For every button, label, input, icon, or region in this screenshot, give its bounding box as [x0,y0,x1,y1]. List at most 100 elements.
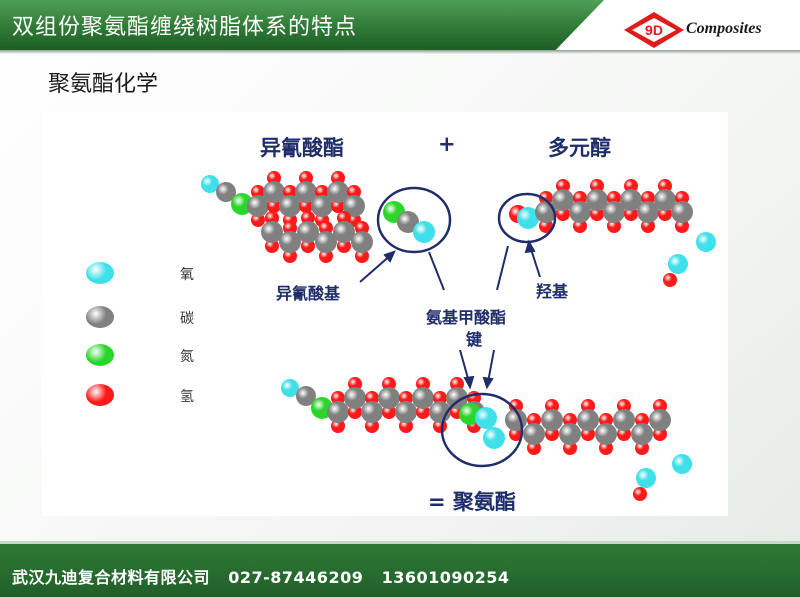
isocyanate-arrow [359,253,393,283]
polyol-hydrogen-atom [573,219,587,233]
polyol-hydrogen-atom [641,191,655,205]
product-tail-hydrogen-atom [527,413,541,427]
isocyanate-carbon-atom [263,181,285,203]
bond-line-left [428,251,445,291]
product-hydrogen-atom [399,391,413,405]
polyol-hydrogen-atom [590,207,604,221]
legend-nitrogen-dot [86,344,114,366]
product-tail-hydrogen-atom [653,399,667,413]
polyol-end-oxygen-atom [668,254,688,274]
polyol-hydroxyl-oxygen-atom [517,207,539,229]
isocyanate-ring-hydrogen-atom [301,239,315,253]
polyol-end-oxygen-atom [696,232,716,252]
isocyanate-carbon-atom [327,181,349,203]
product-carbon-atom [378,387,400,409]
product-tail-hydrogen-atom [563,441,577,455]
footer-phone-1: 027-87446209 [228,568,364,587]
logo-diamond-icon: 9D [624,12,684,48]
footer-bar: 武汉九迪复合材料有限公司 027-87446209 13601090254 [0,541,800,597]
product-tail-hydrogen-atom [563,413,577,427]
polyol-carbon-atom [569,201,591,223]
product-hydrogen-atom [633,487,647,501]
header-green-bar [0,0,604,50]
logo-text: Composites [686,20,762,37]
product-carbon-atom [296,386,316,406]
footer-contact: 武汉九迪复合材料有限公司 027-87446209 13601090254 [12,564,510,588]
isocyanate-hydrogen-atom [331,171,345,185]
urethane-highlight-circle [440,392,524,468]
product-tail-carbon-atom [649,409,671,431]
product-end-oxygen-atom [672,454,692,474]
isocyanate-ring-carbon-atom [297,221,319,243]
polyol-label: 多元醇 [548,136,611,160]
legend-nitrogen-label: 氮 [180,349,194,365]
polyol-carbon-atom [586,189,608,211]
product-hydrogen-atom [382,377,396,391]
product-tail-carbon-atom [577,409,599,431]
isocyanate-ring-hydrogen-atom [355,221,369,235]
polyol-hydrogen-atom [624,179,638,193]
product-hydrogen-atom [348,405,362,419]
isocyanate-ring-carbon-atom [279,231,301,253]
product-tail-hydrogen-atom [509,399,523,413]
polyurethane-result-label: = 聚氨酯 [428,490,516,514]
isocyanate-ring-hydrogen-atom [337,239,351,253]
isocyanate-ring-carbon-atom [261,221,283,243]
isocyanate-group-carbon-atom [397,211,419,233]
urethane-bond-label-line1: 氨基甲酸酯 [426,308,507,327]
product-carbon-atom [327,401,349,423]
product-tail-hydrogen-atom [527,441,541,455]
isocyanate-hydrogen-atom [251,185,265,199]
product-tail-hydrogen-atom [599,441,613,455]
product-hydrogen-atom [416,405,430,419]
product-carbon-atom [361,401,383,423]
isocyanate-hydrogen-atom [267,199,281,213]
product-bond-oxygen-atom [475,407,497,429]
product-hydrogen-atom [433,391,447,405]
product-tail-hydrogen-atom [545,427,559,441]
isocyanate-hydrogen-atom [299,199,313,213]
polyol-hydrogen-atom [675,219,689,233]
isocyanate-ring-hydrogen-atom [301,211,315,225]
isocyanate-nitrogen-atom [231,193,253,215]
isocyanate-group-oxygen-atom [413,221,435,243]
polyol-carbon-atom [654,189,676,211]
polyol-hydrogen-atom [641,219,655,233]
product-tail-carbon-atom [541,409,563,431]
product-tail-hydrogen-atom [635,413,649,427]
footer-phone-2: 13601090254 [381,568,510,587]
polyol-hydrogen-atom [556,207,570,221]
product-hydrogen-atom [331,419,345,433]
product-tail-carbon-atom [523,423,545,445]
hydroxyl-arrowhead [524,239,536,254]
product-tail-carbon-atom [631,423,653,445]
slide-title: 双组份聚氨酯缠绕树脂体系的特点 [12,15,358,40]
isocyanate-carbon-atom [216,182,236,202]
product-tail-hydrogen-atom [581,399,595,413]
polyol-hydrogen-atom [658,179,672,193]
isocyanate-ring-hydrogen-atom [319,221,333,235]
isocyanate-highlight-circle [376,186,452,254]
isocyanate-carbon-atom [311,195,333,217]
product-hydrogen-atom [399,419,413,433]
polyol-carbon-atom [620,189,642,211]
polyol-carbon-atom [552,189,574,211]
product-tail-hydrogen-atom [653,427,667,441]
isocyanate-carbon-atom [279,195,301,217]
isocyanate-group-label: 异氰酸基 [276,284,341,303]
isocyanate-ring-carbon-atom [351,231,373,253]
legend-nitrogen: 氮 [86,344,206,368]
polyol-hydrogen-atom [624,207,638,221]
isocyanate-hydrogen-atom [347,185,361,199]
polyol-hydrogen-atom [607,219,621,233]
polyol-hydrogen-atom [539,219,553,233]
product-hydrogen-atom [382,405,396,419]
isocyanate-ring-hydrogen-atom [265,239,279,253]
legend-carbon: 碳 [86,306,206,330]
product-tail-carbon-atom [595,423,617,445]
legend-hydrogen-label: 氢 [180,389,194,405]
isocyanate-carbon-atom [247,195,269,217]
polyol-carbon-atom [637,201,659,223]
polyol-hydrogen-atom [590,179,604,193]
product-hydrogen-atom [416,377,430,391]
